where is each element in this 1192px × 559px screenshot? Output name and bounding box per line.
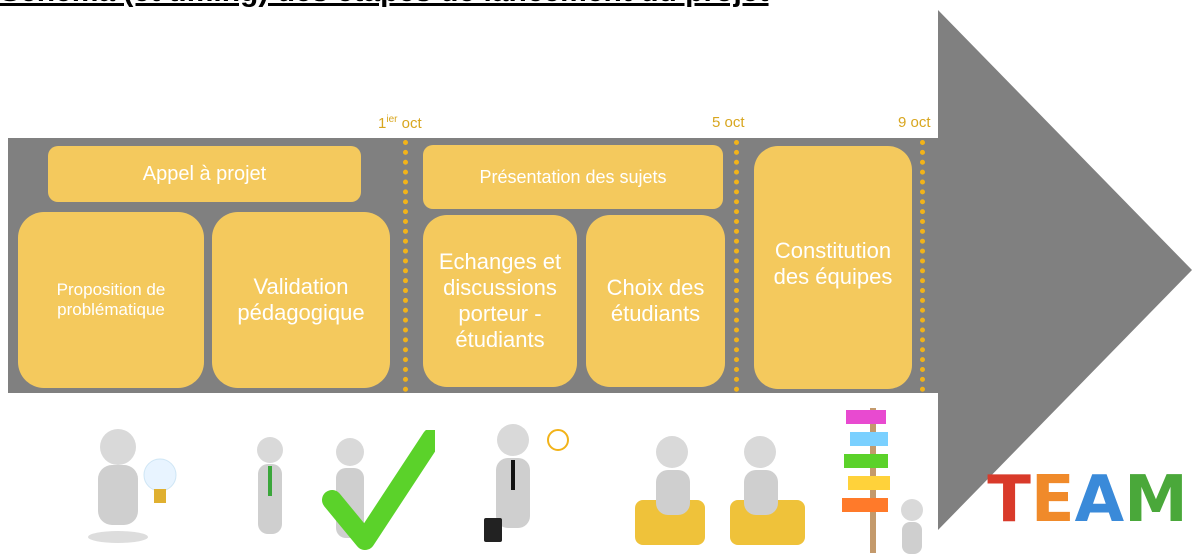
step-constitution: Constitution des équipes: [754, 146, 912, 389]
date-label-2: 5 oct: [712, 114, 745, 131]
page-title: Schéma (et timing) des étapes de lanceme…: [0, 0, 830, 10]
step-choix: Choix des étudiants: [586, 215, 725, 387]
step-echanges: Echanges et discussions porteur - étudia…: [423, 215, 577, 387]
date-label-3: 9 oct: [898, 114, 931, 131]
signpost-person-icon: [840, 398, 940, 556]
step-appel-a-projet: Appel à projet: [48, 146, 361, 202]
separator-3: [920, 140, 925, 392]
businessman-idea-icon: [478, 418, 583, 548]
separator-1: [403, 140, 408, 392]
separator-2: [734, 140, 739, 392]
people-discussing-icon: [630, 430, 810, 550]
date-label-1: 1ier oct: [378, 114, 422, 132]
person-with-lightbulb-icon: [78, 425, 188, 545]
step-validation: Validation pédagogique: [212, 212, 390, 388]
step-presentation: Présentation des sujets: [423, 145, 723, 209]
people-with-checkmark-icon: [240, 430, 435, 550]
step-proposition: Proposition de problématique: [18, 212, 204, 388]
